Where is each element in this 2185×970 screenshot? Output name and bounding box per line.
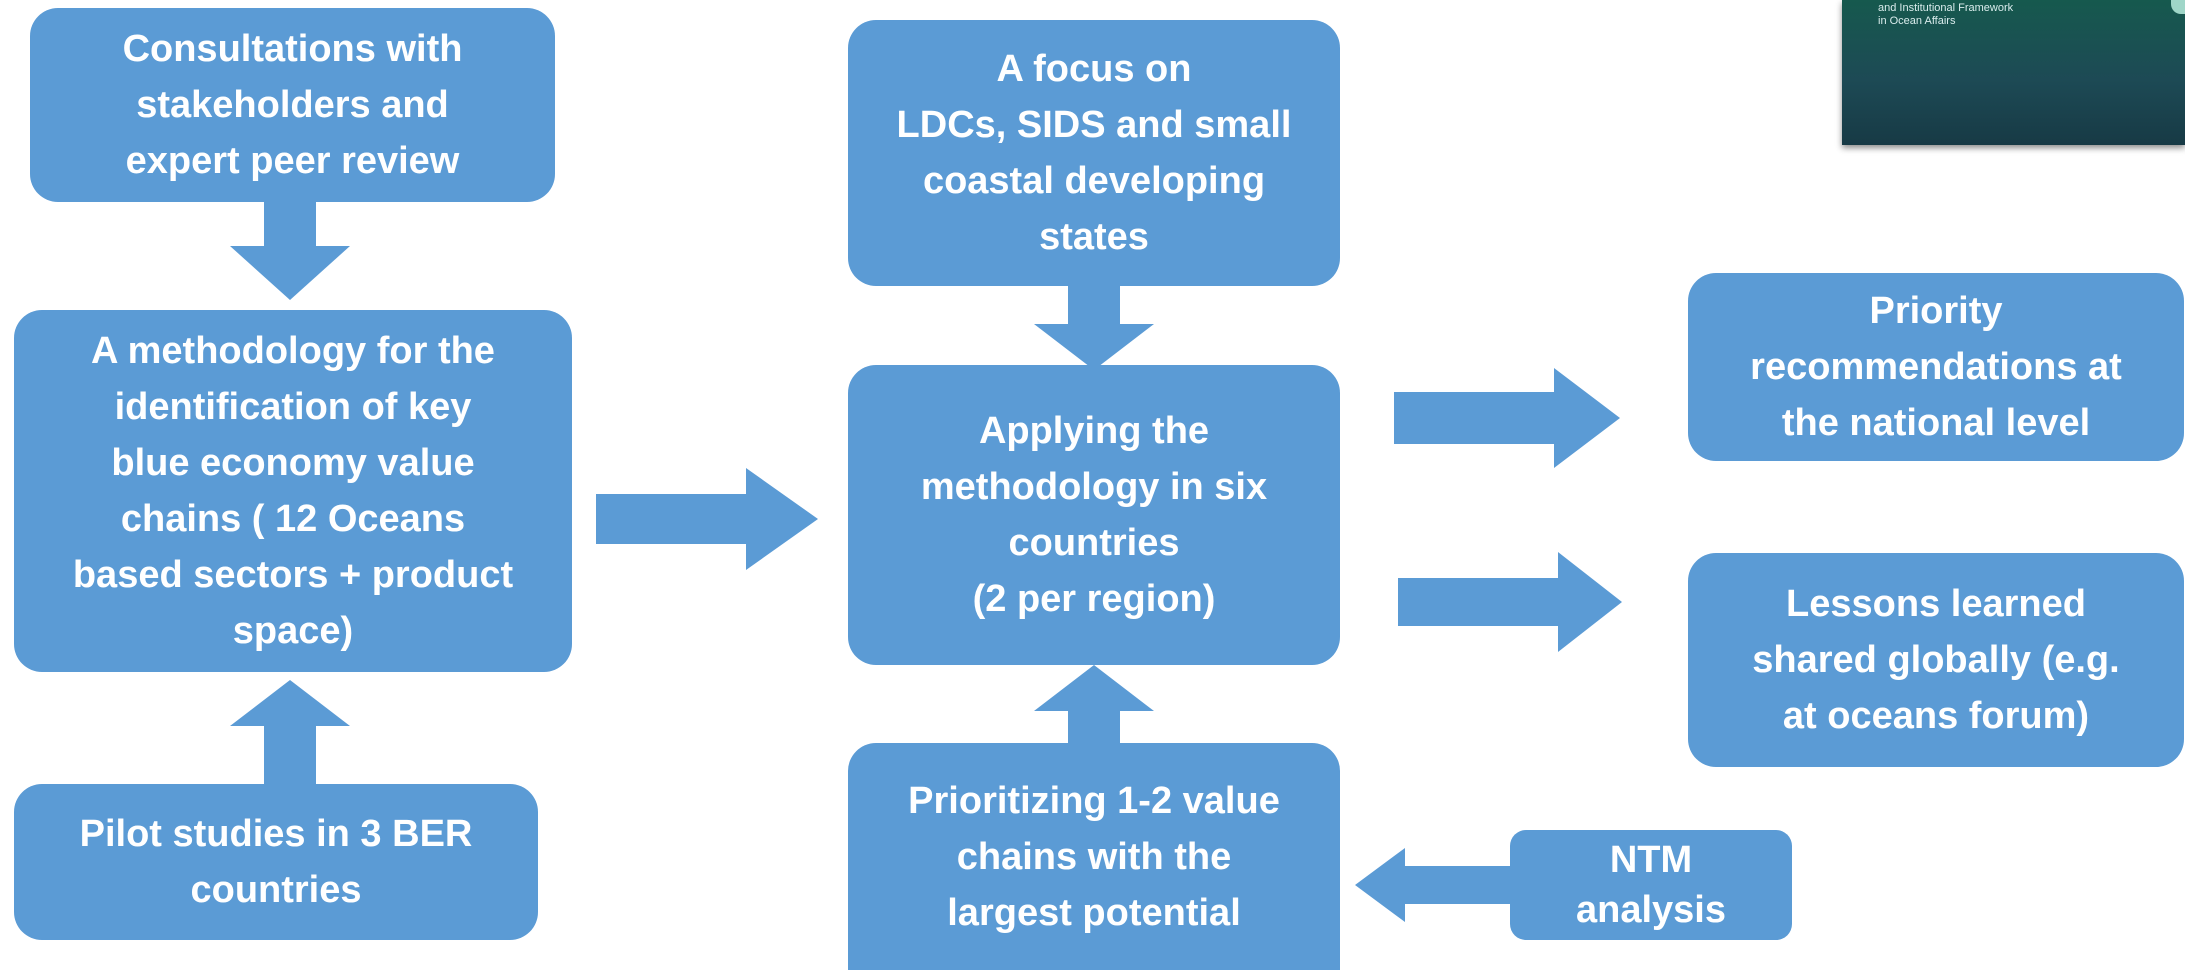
arrow-consult-to-method <box>230 202 350 300</box>
arrow-prior-to-apply <box>1034 665 1154 745</box>
pilot-studies-box: Pilot studies in 3 BER countries <box>14 784 538 940</box>
cover-corner-mark <box>2171 0 2185 14</box>
cover-text: and Institutional Framework in Ocean Aff… <box>1878 2 2014 27</box>
prioritizing-box: Prioritizing 1-2 value chains with the l… <box>848 743 1340 970</box>
priority-recommendations-box: Priority recommendations at the national… <box>1688 273 2184 461</box>
methodology-label: A methodology for the identification of … <box>72 330 514 652</box>
ntm-analysis-label: NTM analysis <box>1576 839 1726 931</box>
methodology-box: A methodology for the identification of … <box>14 310 572 672</box>
arrow-focus-to-apply <box>1034 286 1154 370</box>
focus-box: A focus on LDCs, SIDS and small coastal … <box>848 20 1340 286</box>
consultations-label: Consultations with stakeholders and expe… <box>122 28 463 182</box>
arrow-apply-to-lessons <box>1398 552 1622 652</box>
arrow-pilot-to-method <box>230 680 350 784</box>
consultations-box: Consultations with stakeholders and expe… <box>30 8 555 202</box>
focus-label: A focus on LDCs, SIDS and small coastal … <box>896 48 1292 258</box>
pilot-studies-label: Pilot studies in 3 BER countries <box>79 813 473 911</box>
priority-recommendations-label: Priority recommendations at the national… <box>1750 290 2122 444</box>
arrow-ntm-to-prior <box>1355 848 1510 922</box>
lessons-learned-box: Lessons learned shared globally (e.g. at… <box>1688 553 2184 767</box>
lessons-learned-label: Lessons learned shared globally (e.g. at… <box>1752 583 2120 737</box>
applying-methodology-label: Applying the methodology in six countrie… <box>920 410 1268 620</box>
ntm-analysis-box: NTM analysis <box>1510 830 1792 940</box>
arrow-method-to-apply <box>596 468 818 570</box>
prioritizing-label: Prioritizing 1-2 value chains with the l… <box>908 779 1280 934</box>
report-cover-thumbnail: and Institutional Framework in Ocean Aff… <box>1842 0 2185 145</box>
applying-methodology-box: Applying the methodology in six countrie… <box>848 365 1340 665</box>
arrow-apply-to-priority <box>1394 368 1620 468</box>
